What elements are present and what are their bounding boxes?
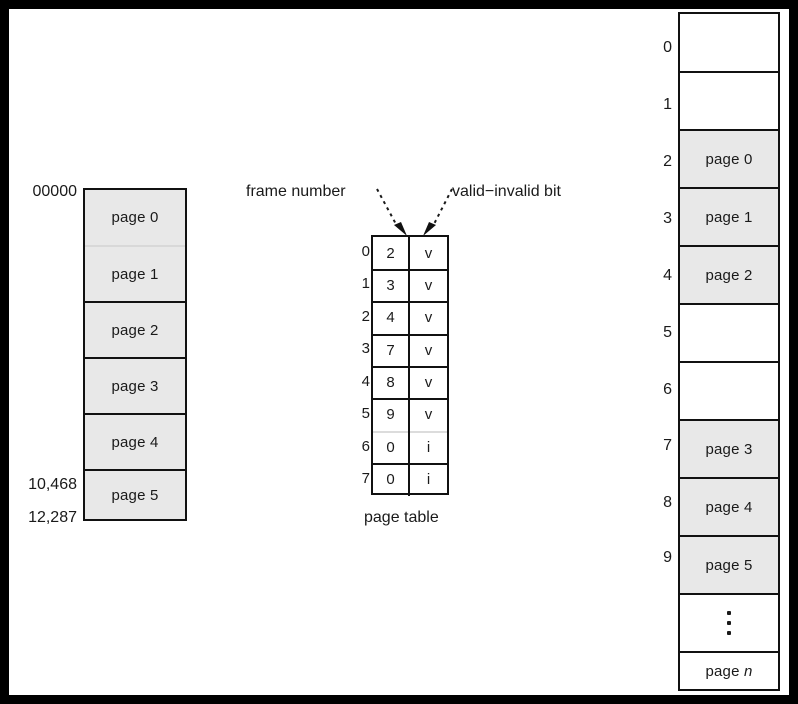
- valid-invalid-leader-line: [432, 188, 453, 227]
- frame-number-annotation: frame number: [246, 183, 346, 200]
- frame-number-label: 6: [663, 381, 672, 398]
- page-table-row: 0 i: [373, 431, 447, 464]
- physical-frame-cell: [680, 73, 778, 129]
- page-table-index: 7: [361, 470, 370, 487]
- physical-divider: [680, 593, 778, 595]
- frame-number-arrowhead: [394, 222, 407, 236]
- physical-divider: [680, 361, 778, 363]
- physical-divider: [680, 303, 778, 305]
- page-table-row: 0 i: [373, 463, 447, 496]
- page-table-index: 1: [361, 275, 370, 292]
- physical-frame-last-label: page n: [705, 662, 753, 680]
- page-table-bit-cell: v: [424, 244, 433, 262]
- physical-frame-cell: [680, 305, 778, 361]
- physical-frame-cell: page 5: [680, 537, 778, 593]
- logical-memory-block: page 0 page 1 page 2 page 3 page 4 page …: [83, 188, 187, 521]
- page-table-caption: page table: [364, 509, 439, 526]
- page-table-frame-cell: 9: [373, 398, 410, 431]
- page-table-bit-cell: v: [424, 405, 433, 423]
- logical-page-cell: page 0: [85, 190, 185, 245]
- page-table-row: 2 v: [373, 237, 447, 270]
- page-table-divider: [373, 366, 447, 368]
- page-table-bit-cell: v: [424, 308, 433, 326]
- valid-invalid-arrowhead: [423, 222, 436, 236]
- page-table-index: 4: [361, 373, 370, 390]
- page-table-divider: [373, 269, 447, 271]
- page-table-index: 3: [361, 340, 370, 357]
- logical-page-cell: page 4: [85, 415, 185, 469]
- logical-address-bottom: 12,287: [28, 509, 77, 526]
- logical-divider: [85, 413, 185, 415]
- frame-number-label: 0: [663, 39, 672, 56]
- page-table-block: 2 v 3 v 4 v 7 v 8 v: [371, 235, 449, 496]
- frame-number-label: 7: [663, 437, 672, 454]
- frame-number-label: 4: [663, 267, 672, 284]
- valid-invalid-bit-annotation: valid−invalid bit: [452, 183, 561, 200]
- logical-page-cell: page 5: [85, 471, 185, 519]
- frame-number-label: 5: [663, 324, 672, 341]
- page-table-divider: [373, 398, 447, 400]
- physical-frame-cell-last: page n: [680, 653, 778, 689]
- page-table-divider: [373, 431, 447, 433]
- physical-divider: [680, 129, 778, 131]
- page-table-divider: [373, 301, 447, 303]
- physical-divider: [680, 651, 778, 653]
- frame-number-leader-line: [376, 188, 398, 227]
- physical-frame-cell: page 4: [680, 479, 778, 535]
- page-table-index: 6: [361, 438, 370, 455]
- page-table-frame-cell: 2: [373, 237, 410, 270]
- page-table-bit-cell: v: [424, 373, 433, 391]
- logical-page-cell: page 1: [85, 247, 185, 301]
- logical-divider: [85, 469, 185, 471]
- figure-canvas: 00000 10,468 12,287 page 0 page 1 page 2…: [9, 9, 789, 695]
- logical-page-cell: page 3: [85, 359, 185, 413]
- physical-divider: [680, 477, 778, 479]
- logical-page-cell: page 2: [85, 303, 185, 357]
- physical-divider: [680, 187, 778, 189]
- physical-divider: [680, 71, 778, 73]
- frame-number-label: 1: [663, 96, 672, 113]
- physical-divider: [680, 535, 778, 537]
- page-table-row: 7 v: [373, 334, 447, 367]
- physical-memory-block: page 0 page 1 page 2 page 3 page 4 page …: [678, 12, 780, 691]
- physical-frame-cell: page 3: [680, 421, 778, 477]
- page-table-frame-cell: 3: [373, 269, 410, 302]
- page-table-index: 2: [361, 308, 370, 325]
- page-table-row: 9 v: [373, 398, 447, 431]
- page-table-row: 8 v: [373, 366, 447, 399]
- page-table-bit-cell: i: [426, 438, 431, 456]
- page-table-row: 4 v: [373, 301, 447, 334]
- page-table-row: 3 v: [373, 269, 447, 302]
- frame-number-label: 8: [663, 494, 672, 511]
- physical-frame-cell: page 2: [680, 247, 778, 303]
- physical-frame-cell: [680, 14, 778, 71]
- page-table-divider: [373, 334, 447, 336]
- physical-frame-cell: page 1: [680, 189, 778, 245]
- frame-number-label: 9: [663, 549, 672, 566]
- frame-number-label: 2: [663, 153, 672, 170]
- physical-divider: [680, 245, 778, 247]
- page-table-bit-cell: v: [424, 341, 433, 359]
- page-table-index: 5: [361, 405, 370, 422]
- page-table-index: 0: [361, 243, 370, 260]
- logical-divider: [85, 245, 185, 247]
- page-table-frame-cell: 7: [373, 334, 410, 367]
- physical-frame-cell: [680, 363, 778, 419]
- page-table-frame-cell: 4: [373, 301, 410, 334]
- page-table-frame-cell: 0: [373, 463, 410, 496]
- logical-address-mid: 10,468: [28, 476, 77, 493]
- physical-frame-cell: page 0: [680, 131, 778, 187]
- logical-address-top: 00000: [32, 183, 78, 200]
- physical-divider: [680, 419, 778, 421]
- page-table-bit-cell: v: [424, 276, 433, 294]
- page-table-frame-cell: 8: [373, 366, 410, 399]
- page-table-frame-cell: 0: [373, 431, 410, 464]
- logical-divider: [85, 357, 185, 359]
- logical-divider: [85, 301, 185, 303]
- page-table-bit-cell: i: [426, 470, 431, 488]
- page-table-divider: [373, 463, 447, 465]
- physical-frame-ellipsis: [680, 595, 778, 651]
- frame-number-label: 3: [663, 210, 672, 227]
